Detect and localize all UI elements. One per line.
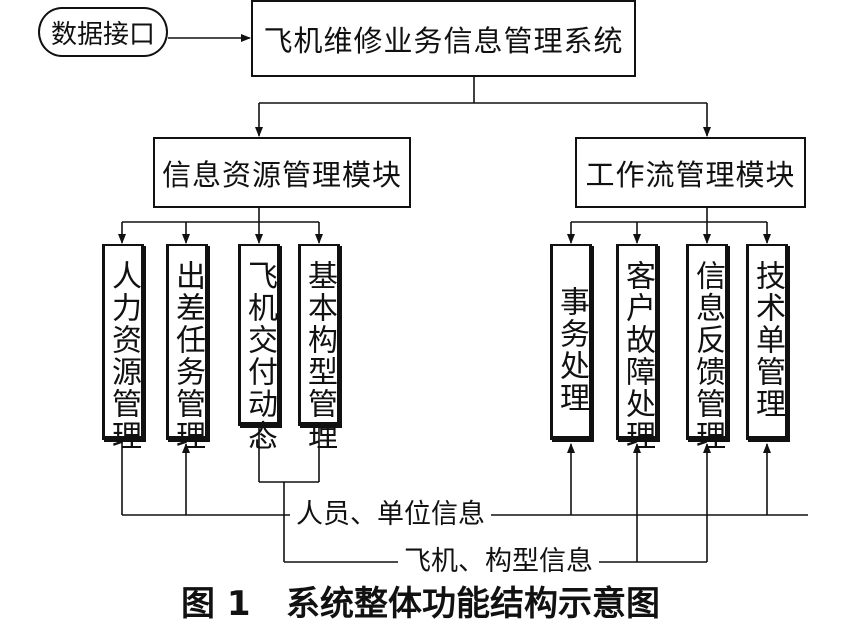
transaction-box: 事务处理 [550,244,592,440]
data-interface-label: 数据接口 [50,19,155,50]
data-interface-cylinder: 数据接口 [38,7,168,57]
basic-configuration-box: 基本构型管理 [298,244,340,452]
customer-fault-box: 客户故障处理 [616,244,658,452]
business-trip-box: 出差任务管理 [166,244,208,452]
basic-configuration-label: 基本构型管理 [302,260,337,452]
info-resource-module-box: 信息资源管理模块 [153,137,411,208]
personnel-bus-label: 人员、单位信息 [290,498,491,532]
business-trip-label: 出差任务管理 [170,260,205,452]
workflow-module-box: 工作流管理模块 [575,137,806,208]
customer-fault-label: 客户故障处理 [620,260,655,452]
info-resource-module-label: 信息资源管理模块 [161,157,402,192]
human-resource-box: 人力资源管理 [102,244,144,452]
system-title-box: 飞机维修业务信息管理系统 [251,0,636,77]
technical-doc-label: 技术单管理 [750,260,785,420]
workflow-module-label: 工作流管理模块 [585,157,796,192]
transaction-label: 事务处理 [554,286,589,414]
figure-caption: 图 1 系统整体功能结构示意图 [180,584,660,624]
aircraft-bus-label: 飞机、构型信息 [398,545,599,579]
feedback-label: 信息反馈管理 [690,260,725,452]
aircraft-delivery-box: 飞机交付动态 [238,244,280,452]
feedback-box: 信息反馈管理 [686,244,728,452]
aircraft-delivery-label: 飞机交付动态 [242,260,277,452]
system-title: 飞机维修业务信息管理系统 [263,23,624,58]
human-resource-label: 人力资源管理 [106,260,141,452]
technical-doc-box: 技术单管理 [746,244,788,440]
